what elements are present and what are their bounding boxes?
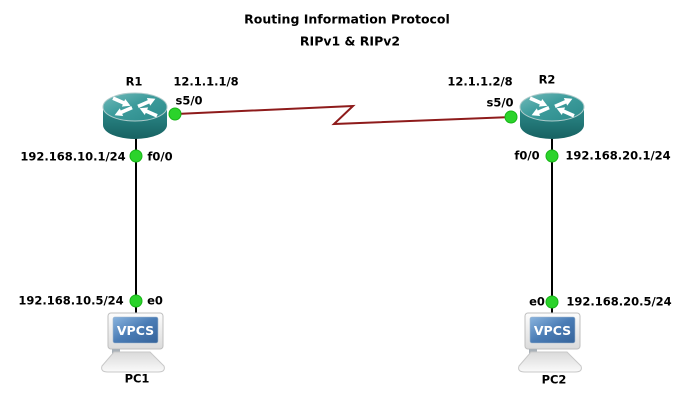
router-crossed-arrows-glyph bbox=[112, 96, 158, 118]
serial-link-r1-r2[interactable] bbox=[175, 104, 512, 126]
pc2-interface-label: e0 bbox=[529, 294, 545, 309]
monitor-screen bbox=[112, 316, 159, 344]
r1-name-label: R1 bbox=[125, 74, 143, 89]
router-body bbox=[103, 107, 167, 139]
monitor-screen bbox=[529, 316, 576, 344]
r2-name-label: R2 bbox=[538, 72, 556, 87]
status-dot-r2-s5-0 bbox=[504, 110, 518, 124]
router-top bbox=[102, 92, 168, 122]
pc-base bbox=[101, 351, 165, 373]
status-dot-r1-f0-0 bbox=[129, 149, 143, 163]
router-top bbox=[519, 92, 585, 122]
topology-title-line2: RIPv1 & RIPv2 bbox=[299, 33, 401, 49]
r1-lan-ip-label: 192.168.10.1/24 bbox=[20, 149, 126, 164]
router-crossed-arrows-glyph bbox=[529, 96, 575, 118]
pc1-ip-label: 192.168.10.5/24 bbox=[18, 293, 124, 308]
r2-serial-interface-label: s5/0 bbox=[486, 95, 514, 110]
status-dot-pc1-e0 bbox=[129, 294, 143, 308]
vpcs-screen-label: VPCS bbox=[534, 323, 571, 338]
r1-lan-interface-label: f0/0 bbox=[147, 149, 173, 164]
router-r2-icon[interactable] bbox=[517, 90, 587, 142]
r2-lan-interface-label: f0/0 bbox=[514, 148, 540, 163]
pc-base bbox=[518, 351, 582, 373]
status-dot-r1-s5-0 bbox=[168, 107, 182, 121]
r1-serial-ip-label: 12.1.1.1/8 bbox=[173, 74, 239, 89]
pc2-ip-label: 192.168.20.5/24 bbox=[566, 294, 672, 309]
pc1-interface-label: e0 bbox=[147, 293, 163, 308]
pc1-name-label: PC1 bbox=[124, 371, 150, 386]
status-dot-r2-f0-0 bbox=[545, 149, 559, 163]
router-body bbox=[520, 107, 584, 139]
router-r1-icon[interactable] bbox=[100, 90, 170, 142]
r1-serial-interface-label: s5/0 bbox=[175, 93, 203, 108]
vpcs-screen-label: VPCS bbox=[117, 323, 154, 338]
pc1-icon[interactable]: VPCS bbox=[100, 310, 172, 374]
r2-serial-ip-label: 12.1.1.2/8 bbox=[447, 74, 513, 89]
status-dot-pc2-e0 bbox=[545, 295, 559, 309]
pc2-icon[interactable]: VPCS bbox=[517, 310, 589, 374]
r2-lan-ip-label: 192.168.20.1/24 bbox=[565, 148, 671, 163]
topology-title-line1: Routing Information Protocol bbox=[244, 11, 450, 27]
pc2-name-label: PC2 bbox=[541, 372, 567, 387]
